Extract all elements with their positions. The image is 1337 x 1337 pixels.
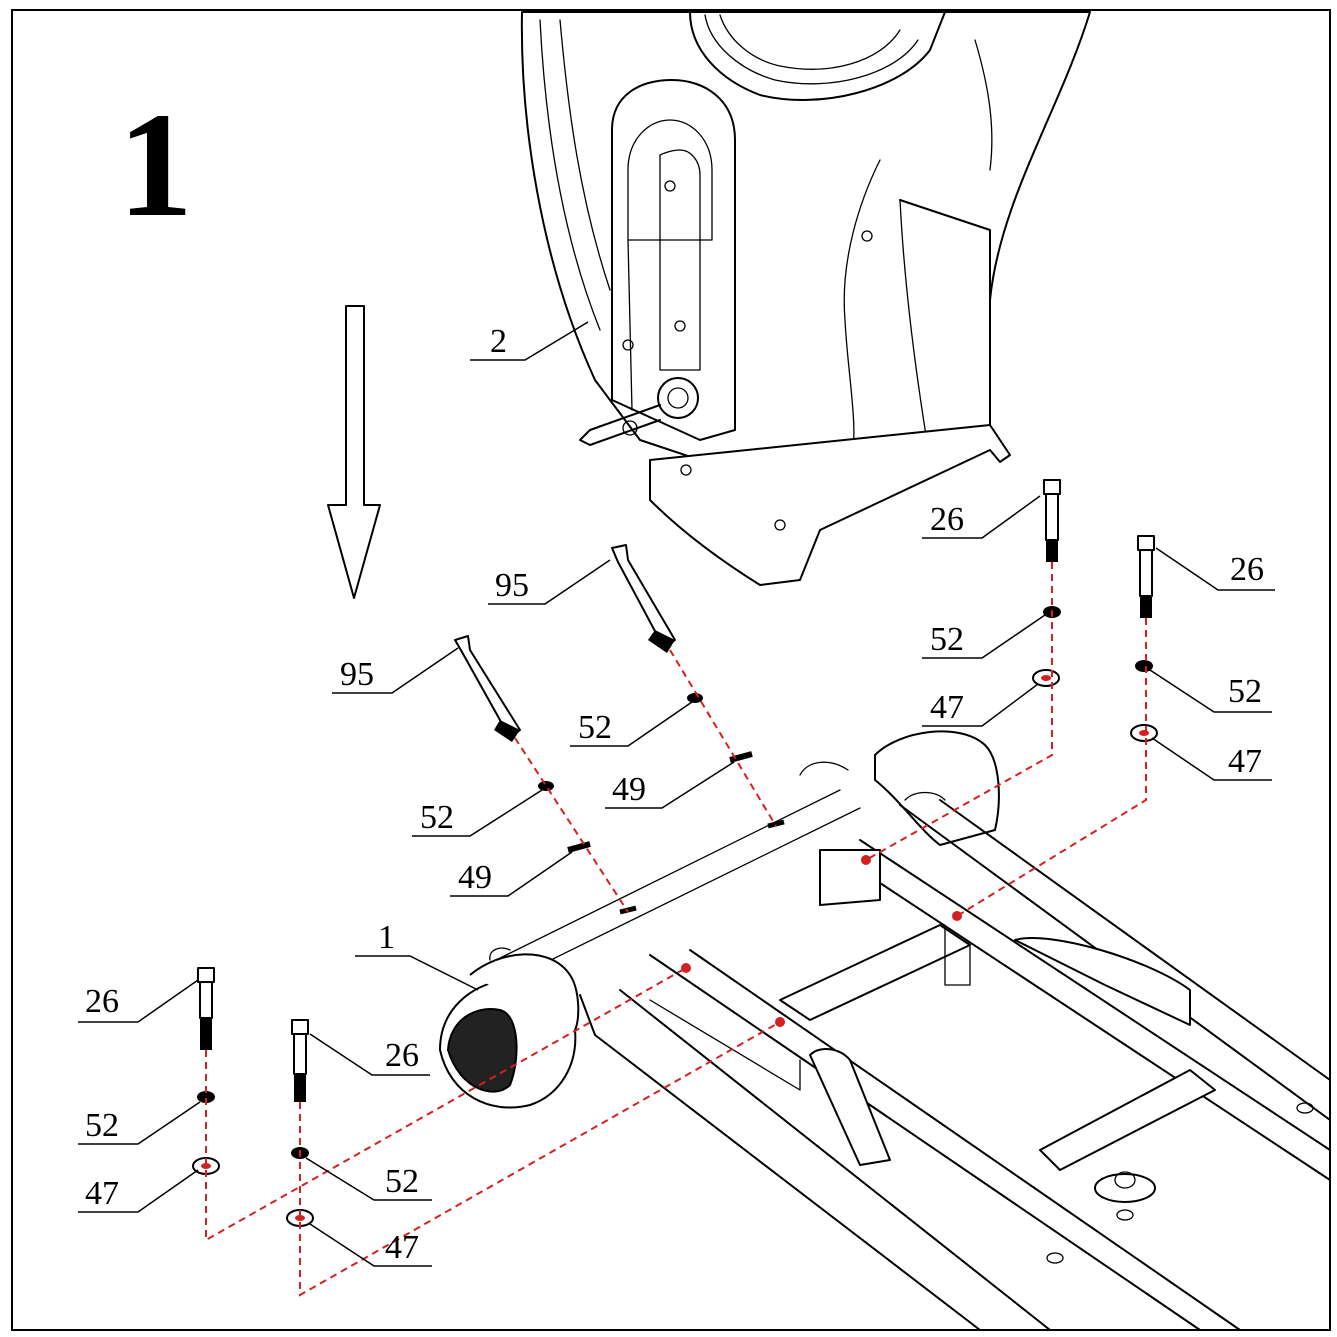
- svg-text:52: 52: [85, 1107, 119, 1144]
- label-part-49-left: 49: [450, 851, 573, 897]
- svg-text:47: 47: [1228, 743, 1262, 780]
- console-mast: [520, 11, 1091, 586]
- svg-text:47: 47: [930, 689, 964, 726]
- bolt-26-top-2: [1137, 535, 1155, 618]
- bolt-95-left: [454, 635, 521, 742]
- svg-text:52: 52: [578, 709, 612, 746]
- svg-text:52: 52: [1228, 673, 1262, 710]
- svg-text:47: 47: [85, 1175, 119, 1212]
- bolt-26-top-1: [1043, 479, 1061, 562]
- label-part-47-bottom-2: 47: [309, 1223, 432, 1267]
- svg-text:52: 52: [930, 621, 964, 658]
- svg-text:49: 49: [458, 859, 492, 896]
- label-part-47-top-1: 47: [922, 683, 1039, 727]
- label-part-52-top-1: 52: [922, 614, 1046, 659]
- diagram-frame: [11, 9, 1331, 1331]
- svg-text:2: 2: [490, 323, 507, 360]
- label-part-26-bottom-1: 26: [78, 979, 199, 1023]
- label-part-52-right: 52: [570, 701, 693, 747]
- label-part-47-bottom-1: 47: [78, 1169, 199, 1213]
- label-part-52-top-2: 52: [1149, 669, 1272, 713]
- base-frame: [439, 730, 1331, 1331]
- svg-text:26: 26: [85, 983, 119, 1020]
- washers: [192, 606, 1158, 1227]
- label-part-52-bottom-2: 52: [305, 1157, 432, 1201]
- svg-text:49: 49: [612, 771, 646, 808]
- label-part-52-bottom-1: 52: [78, 1101, 201, 1145]
- svg-text:1: 1: [378, 919, 395, 956]
- label-part-1: 1: [355, 919, 479, 991]
- bolt-26-bottom-1: [197, 967, 215, 1050]
- part-labels: 2 1 95 95 52 52 49 49 26 26 52 52: [78, 321, 1275, 1267]
- label-part-26-bottom-2: 26: [309, 1033, 430, 1076]
- svg-text:52: 52: [385, 1163, 419, 1200]
- label-part-95-left: 95: [332, 647, 459, 694]
- svg-text:26: 26: [930, 501, 964, 538]
- label-part-26-top-2: 26: [1155, 547, 1275, 591]
- svg-text:95: 95: [340, 656, 374, 693]
- svg-text:47: 47: [385, 1229, 419, 1266]
- label-part-95-right: 95: [488, 559, 611, 605]
- svg-text:52: 52: [420, 799, 454, 836]
- label-part-49-right: 49: [605, 761, 735, 809]
- label-part-2: 2: [470, 321, 589, 361]
- bolt-26-bottom-2: [291, 1019, 309, 1102]
- bolt-95-right: [611, 544, 676, 653]
- label-part-26-top-1: 26: [922, 495, 1041, 539]
- step-number: 1: [118, 82, 193, 248]
- alignment-guides: [205, 562, 1147, 1297]
- down-arrow-icon: [327, 305, 381, 599]
- svg-text:26: 26: [1230, 551, 1264, 588]
- label-part-47-top-2: 47: [1151, 737, 1272, 781]
- label-part-52-left: 52: [412, 789, 543, 837]
- svg-text:26: 26: [385, 1037, 419, 1074]
- svg-text:95: 95: [495, 567, 529, 604]
